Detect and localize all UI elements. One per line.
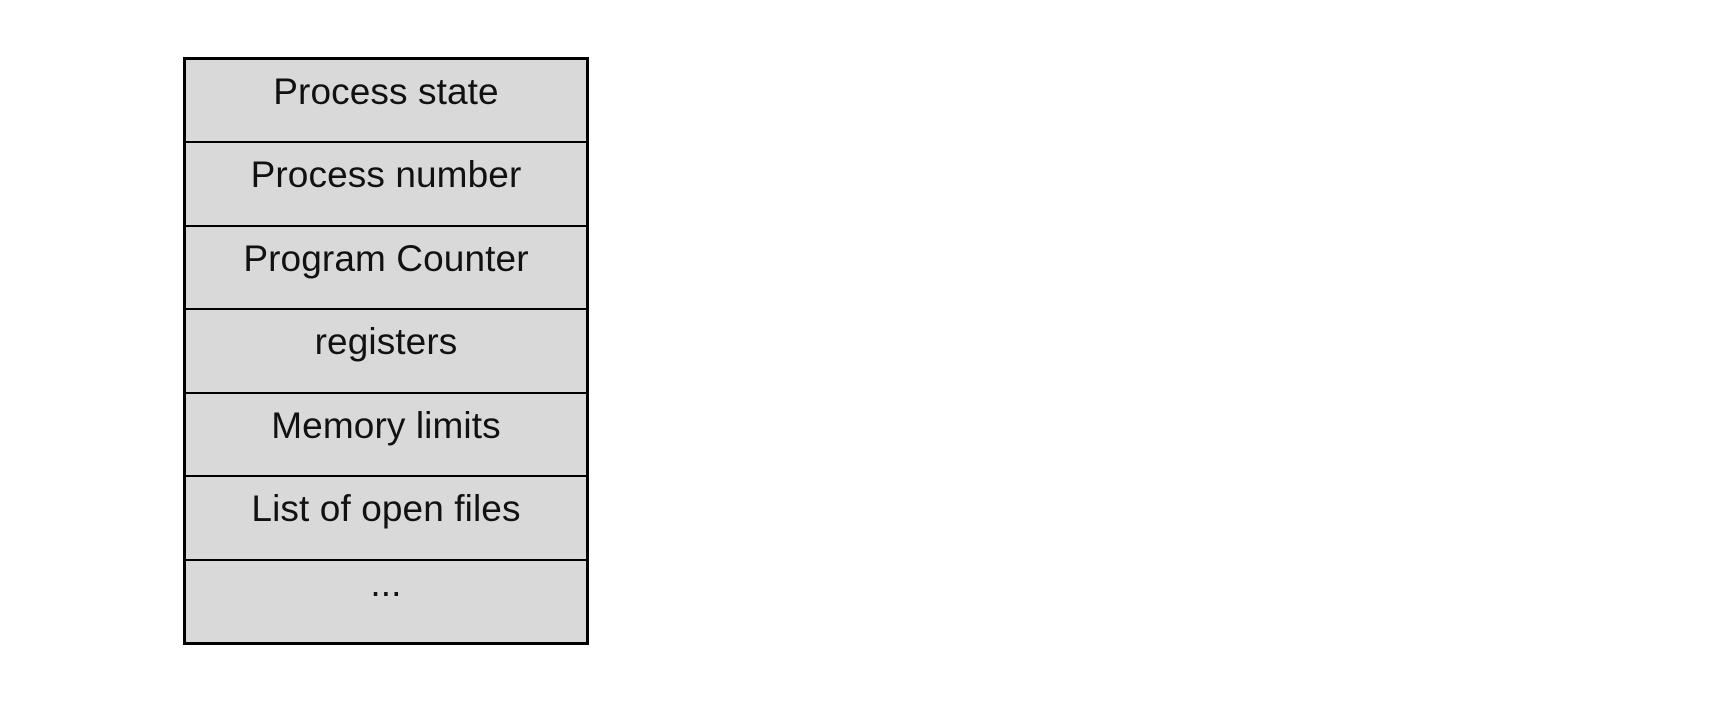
pcb-row-label: List of open files [251, 488, 521, 530]
pcb-row-ellipsis: ... [186, 560, 586, 642]
pcb-row-registers: registers [186, 310, 586, 394]
pcb-row-list-of-open-files: List of open files [186, 477, 586, 561]
pcb-row-label: registers [314, 321, 458, 363]
process-control-block-table: Process state Process number Program Cou… [183, 57, 589, 645]
pcb-row-label: ... [370, 562, 402, 604]
pcb-row-label: Process state [273, 71, 499, 112]
pcb-row-memory-limits: Memory limits [186, 393, 586, 478]
pcb-row-process-state: Process state [186, 60, 586, 144]
pcb-row-label: Memory limits [271, 404, 501, 446]
pcb-row-label: Program Counter [243, 237, 529, 279]
pcb-row-label: Process number [250, 154, 522, 196]
pcb-row-program-counter: Program Counter [186, 226, 586, 311]
pcb-row-process-number: Process number [186, 143, 586, 227]
